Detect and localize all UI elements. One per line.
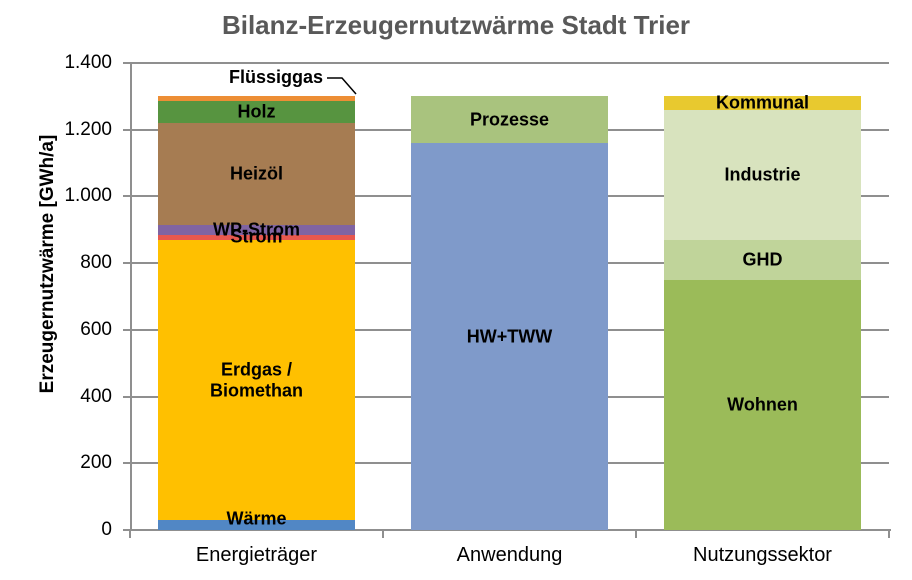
y-tick-label-0: 0: [101, 519, 112, 540]
category-label-anwendung: Anwendung: [456, 544, 563, 566]
y-tick-label-1200: 1.200: [64, 118, 112, 140]
y-tick-label-1400: 1.400: [64, 52, 112, 73]
y-tick-label-1000: 1.000: [64, 185, 112, 207]
segment-wp-strom: [158, 224, 355, 235]
x-tick-mark-3: [888, 530, 890, 538]
segment-industrie: [664, 109, 861, 240]
category-label-energietraeger: Energieträger: [195, 544, 318, 566]
segment-label-kommunal: Kommunal: [715, 92, 810, 113]
segment-label-industrie: Industrie: [724, 164, 801, 185]
segment-label-erdgas-biomethan: Erdgas / Biomethan: [209, 359, 304, 400]
segment-holz: [158, 101, 355, 124]
y-tick-mark-800: [123, 262, 130, 265]
segment-label-waerme: Wärme: [226, 508, 287, 529]
segment-prozesse: [411, 96, 608, 144]
segment-label-heizoel: Heizöl: [229, 163, 284, 184]
x-tick-mark-0: [129, 530, 131, 538]
category-label-nutzungssektor: Nutzungssektor: [693, 544, 832, 566]
chart-title: Bilanz-Erzeugernutzwärme Stadt Trier: [221, 10, 691, 40]
y-tick-mark-600: [123, 328, 130, 331]
y-tick-mark-1000: [123, 195, 130, 198]
segment-kommunal: [664, 96, 861, 110]
segment-label-prozesse: Prozesse: [469, 109, 550, 130]
y-tick-label-200: 200: [80, 452, 112, 474]
segment-label-strom: Strom: [230, 226, 283, 247]
segment-wohnen: [664, 279, 861, 530]
segment-heizoel: [158, 123, 355, 225]
y-tick-mark-1400: [123, 62, 130, 64]
y-tick-label-600: 600: [80, 318, 112, 340]
x-tick-mark-1: [382, 530, 384, 538]
segment-fluessiggas: [158, 96, 355, 102]
segment-erdgas-biomethan: [158, 239, 355, 520]
segment-hw-tww: [411, 143, 608, 530]
x-axis-line: [130, 529, 891, 531]
segment-strom: [158, 234, 355, 240]
segment-ghd: [664, 239, 861, 280]
gridline-1400: [130, 62, 889, 64]
x-tick-mark-2: [635, 530, 637, 538]
y-tick-mark-0: [123, 529, 130, 531]
y-tick-mark-400: [123, 395, 130, 398]
segment-waerme: [158, 519, 355, 530]
y-axis-line: [130, 62, 132, 531]
segment-label-ghd: GHD: [742, 249, 783, 270]
y-tick-label-800: 800: [80, 252, 112, 274]
segment-label-wohnen: Wohnen: [727, 394, 798, 415]
y-tick-mark-200: [123, 462, 130, 465]
y-tick-label-400: 400: [80, 385, 112, 407]
callout-label-fluessiggas: Flüssiggas: [228, 67, 323, 87]
segment-label-hw-tww: HW+TWW: [466, 326, 553, 347]
segment-label-holz: Holz: [237, 101, 276, 122]
y-tick-mark-1200: [123, 128, 130, 131]
segment-label-wp-strom: WP-Strom: [213, 219, 300, 240]
